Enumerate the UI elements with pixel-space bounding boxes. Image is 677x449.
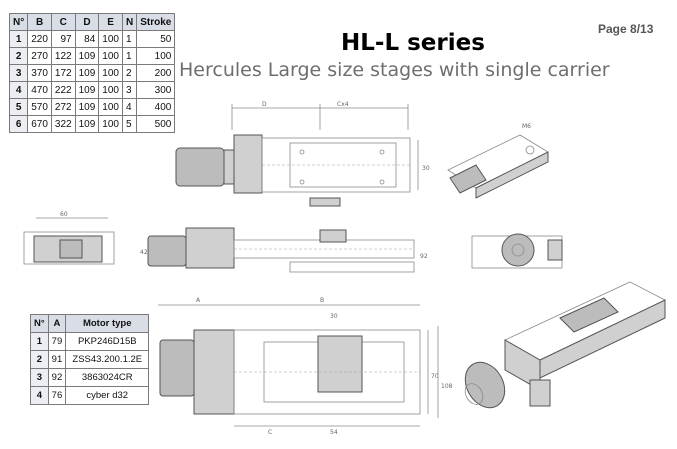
col-header-n: N xyxy=(121,13,138,31)
label-dim-30-top: 30 xyxy=(422,165,430,172)
col-header-c: C xyxy=(50,13,76,31)
bottom-view-drawing: A B 30 C 54 70 108 xyxy=(158,297,453,436)
cell: 4 xyxy=(8,81,29,99)
cell: 3 xyxy=(30,368,49,387)
label-dim-92: 92 xyxy=(420,253,428,260)
motor-table: N° A Motor type 1 79 PKP246D15B 2 91 ZSS… xyxy=(30,314,150,405)
cell: 500 xyxy=(136,115,176,133)
cell: 5 xyxy=(121,115,138,133)
end-view-drawing: 60 xyxy=(23,211,115,265)
label-cx4: Cx4 xyxy=(337,101,349,108)
col-header-no: N° xyxy=(30,314,49,333)
label-dim-60: 60 xyxy=(60,211,68,218)
cell: 670 xyxy=(27,115,52,133)
label-b: B xyxy=(320,297,324,304)
cell: 3 xyxy=(8,64,29,82)
page-title: HL-L series xyxy=(341,30,485,56)
motor-table-header: N° A Motor type xyxy=(30,314,150,333)
iso-small-drawing: M6 xyxy=(447,123,549,199)
label-dim-30: 30 xyxy=(330,313,338,320)
iso-large-drawing xyxy=(464,281,666,409)
table-row: 4 76 cyber d32 xyxy=(30,386,150,405)
top-view-drawing: D Cx4 30 xyxy=(175,101,430,207)
dimensions-table: N° B C D E N Stroke 1 220 97 84 100 1 50… xyxy=(8,13,176,133)
cell: 4 xyxy=(30,386,49,405)
label-dim-108: 108 xyxy=(441,383,453,390)
table-row: 4 470 222 109 100 3 300 xyxy=(8,81,176,99)
col-header-d: D xyxy=(74,13,100,31)
table-row: 5 570 272 109 100 4 400 xyxy=(8,98,176,116)
label-dim-42: 42 xyxy=(140,249,148,256)
cell: 1 xyxy=(8,30,29,48)
cell: 4 xyxy=(121,98,138,116)
label-a: A xyxy=(196,297,201,304)
cell: 109 xyxy=(74,64,100,82)
cell: 109 xyxy=(74,47,100,65)
table-row: 2 270 122 109 100 1 100 xyxy=(8,47,176,65)
table-row: 3 92 3863024CR xyxy=(30,368,150,387)
col-header-motor-type: Motor type xyxy=(65,314,150,333)
page-subtitle: Hercules Large size stages with single c… xyxy=(179,59,610,81)
table-row: 3 370 172 109 100 2 200 xyxy=(8,64,176,82)
motor-end-view-drawing xyxy=(471,233,563,269)
side-view-drawing: 42 92 xyxy=(140,227,428,273)
cell: 322 xyxy=(50,115,76,133)
label-d: D xyxy=(262,101,267,108)
label-dim-54: 54 xyxy=(330,429,338,436)
page-number: Page 8/13 xyxy=(598,22,654,36)
table-row: 6 670 322 109 100 5 500 xyxy=(8,115,176,133)
cell: 109 xyxy=(74,81,100,99)
col-header-no: N° xyxy=(8,13,29,31)
label-c: C xyxy=(268,429,272,436)
cell: 6 xyxy=(8,115,29,133)
cell: 1 xyxy=(30,332,49,351)
label-m6: M6 xyxy=(522,123,531,130)
cell: 109 xyxy=(74,115,100,133)
cell: cyber d32 xyxy=(65,386,150,405)
label-dim-70: 70 xyxy=(431,373,439,380)
cell: 5 xyxy=(8,98,29,116)
cell: 1 xyxy=(121,47,138,65)
